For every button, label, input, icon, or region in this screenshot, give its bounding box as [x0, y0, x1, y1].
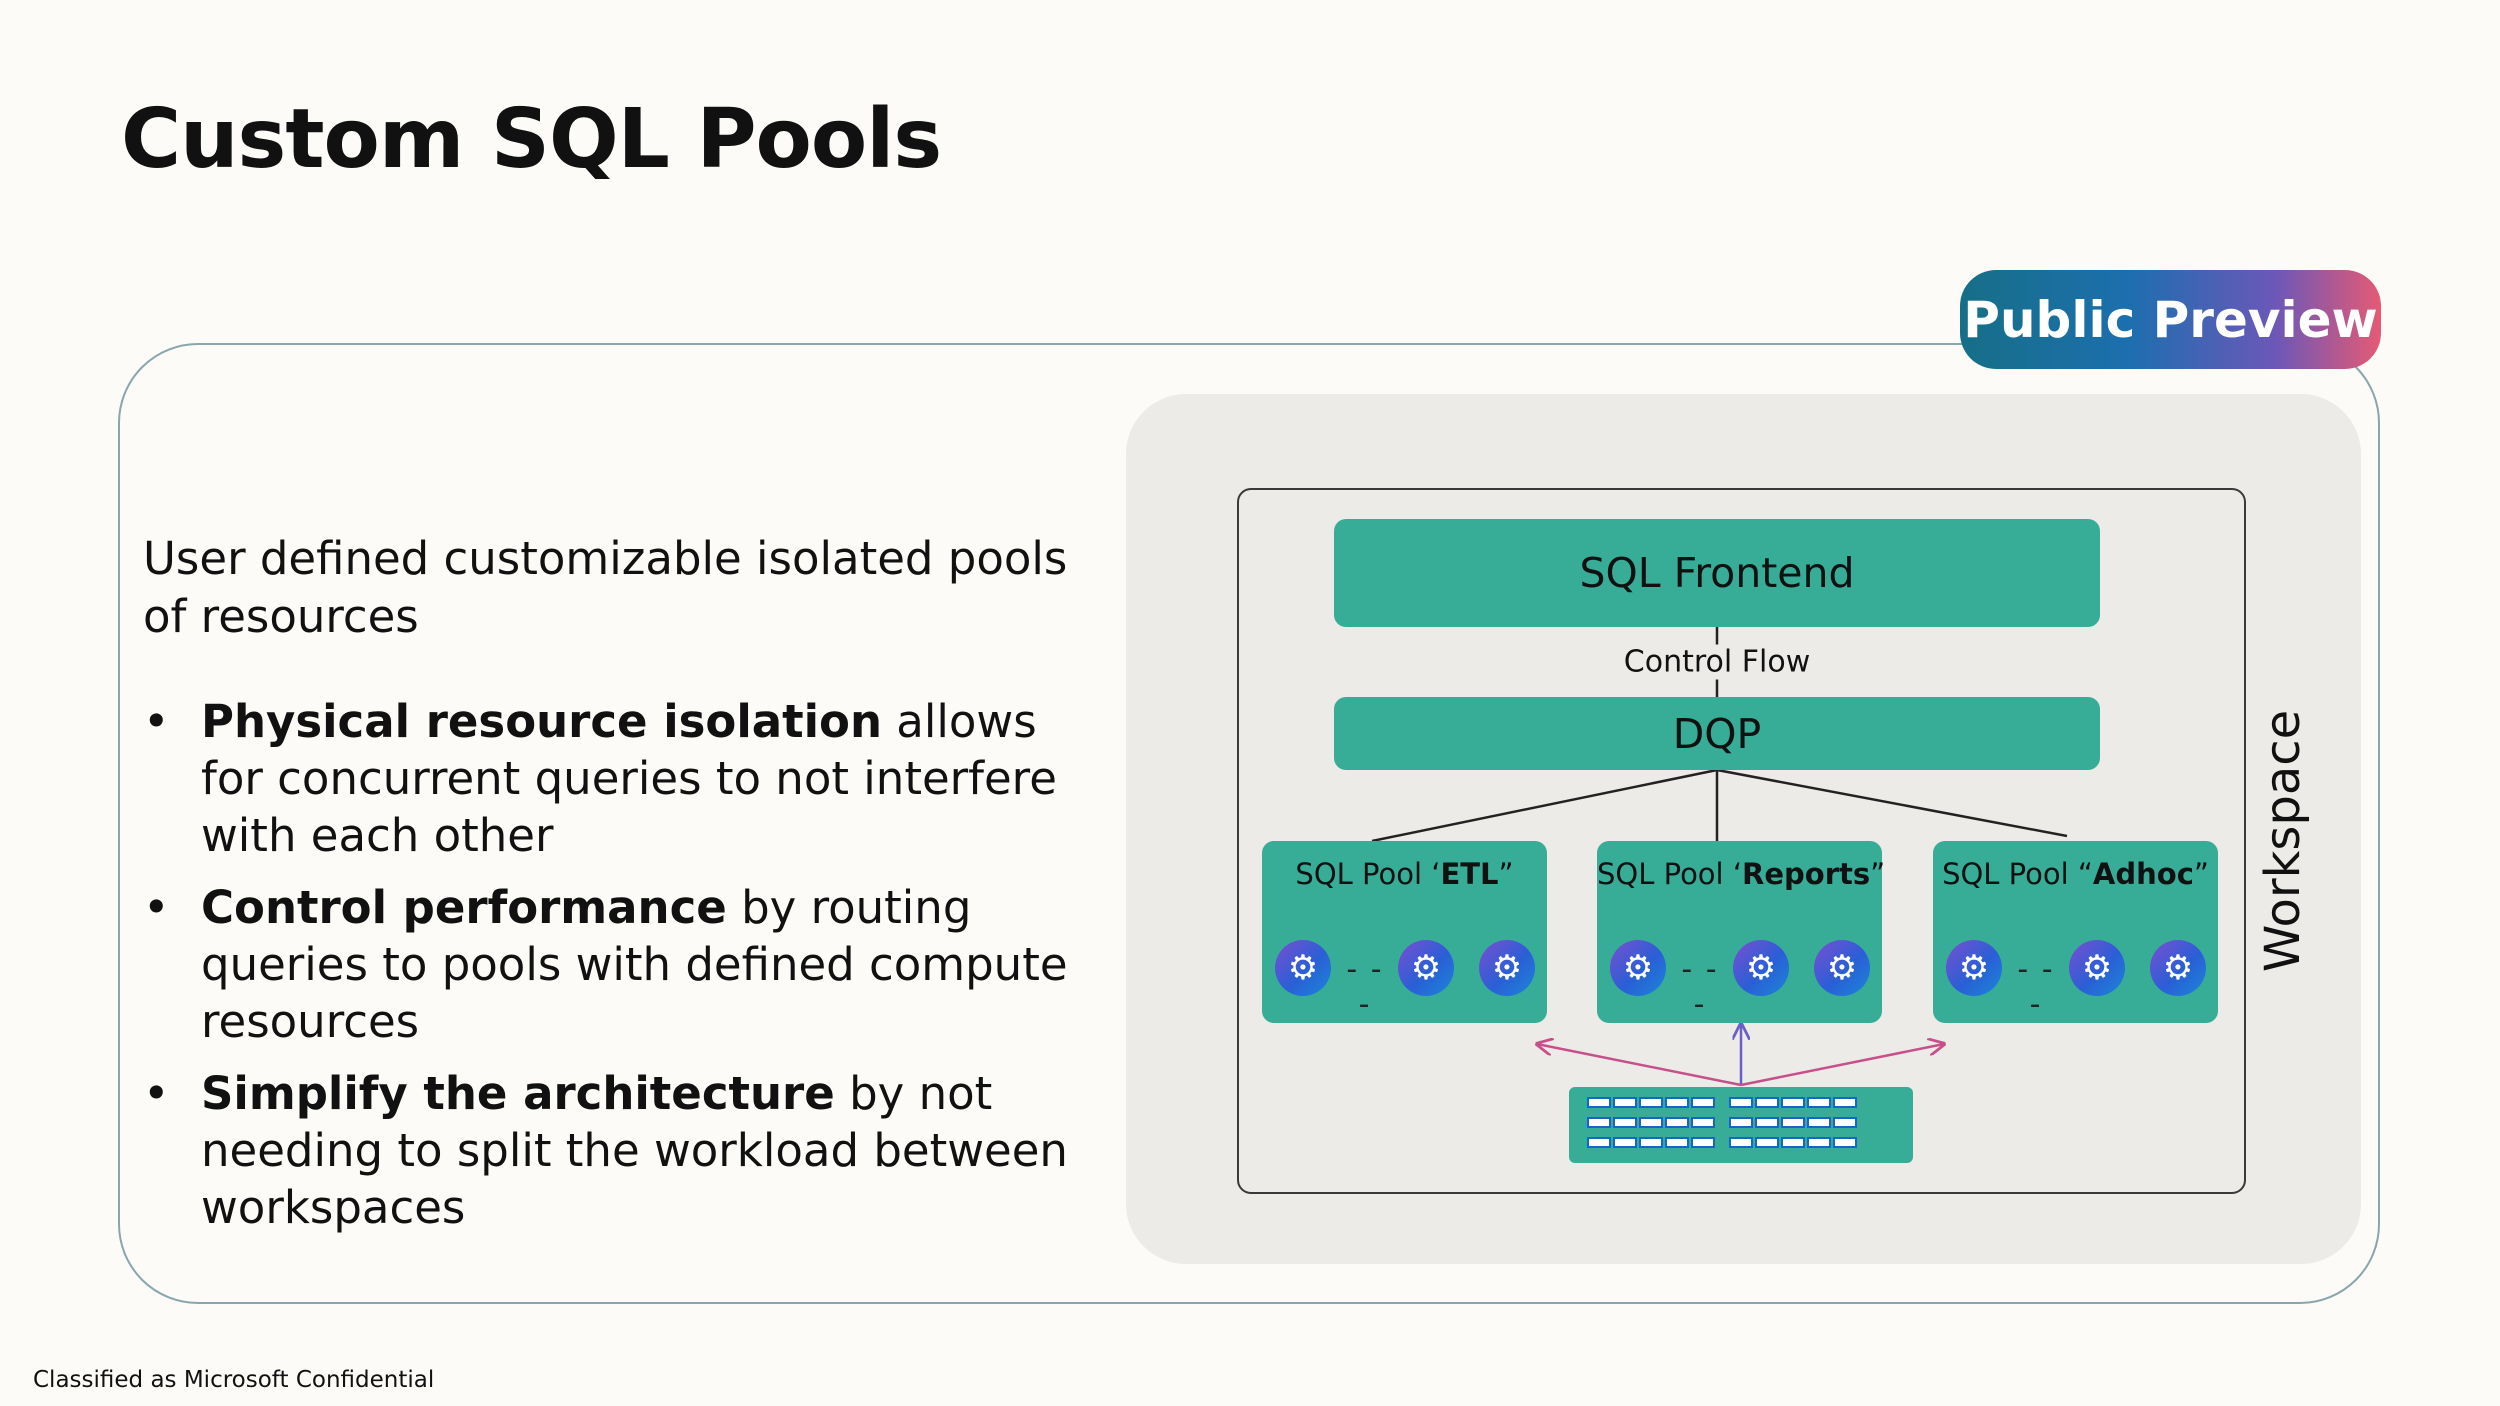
storage-slot	[1833, 1117, 1857, 1128]
feature-text: by routing queries to pools with defined…	[201, 881, 1068, 1048]
gear-icon: ⚙	[2150, 940, 2206, 996]
storage-slot	[1665, 1117, 1689, 1128]
storage-array-icon	[1569, 1087, 1913, 1163]
gear-icon: ⚙	[1275, 940, 1331, 996]
dqp-box: DQP	[1334, 697, 2100, 770]
sql-frontend-box: SQL Frontend	[1334, 519, 2100, 627]
bullet-icon: •	[143, 881, 170, 934]
pool-label: SQL Pool ‘ETL”	[1295, 857, 1514, 891]
storage-slot	[1613, 1097, 1637, 1108]
storage-slot	[1755, 1117, 1779, 1128]
feature-title: Simplify the architecture	[201, 1067, 835, 1120]
bullet-icon: •	[143, 695, 170, 748]
storage-slot	[1639, 1097, 1663, 1108]
gear-icon: ⚙	[2069, 940, 2125, 996]
storage-to-adhoc-arrow	[1740, 1044, 1944, 1087]
slide-title: Custom SQL Pools	[121, 92, 942, 187]
storage-slot	[1639, 1117, 1663, 1128]
sql-pool-adhoc: SQL Pool “Adhoc” ⚙ - - - ⚙ ⚙	[1933, 841, 2218, 1023]
storage-slot	[1781, 1137, 1805, 1148]
gear-icon: ⚙	[1814, 940, 1870, 996]
feature-text: by not needing to split the workload bet…	[201, 1067, 1068, 1234]
feature-title: Physical resource isolation	[201, 695, 882, 748]
gear-icon: ⚙	[1610, 940, 1666, 996]
storage-slot	[1665, 1097, 1689, 1108]
feature-title: Control performance	[201, 881, 727, 934]
feature-item: • Physical resource isolation allows for …	[143, 693, 1103, 864]
dqp-to-adhoc-connector	[1716, 768, 2068, 838]
node-ellipsis: - - -	[2017, 952, 2055, 1022]
storage-slot	[1639, 1137, 1663, 1148]
bullet-icon: •	[143, 1067, 170, 1120]
feature-list: • Physical resource isolation allows for …	[143, 693, 1103, 1251]
gear-icon: ⚙	[1398, 940, 1454, 996]
feature-item: • Simplify the architecture by not needin…	[143, 1065, 1103, 1236]
feature-text: allows for concurrent queries to not int…	[201, 695, 1057, 862]
storage-slot	[1729, 1137, 1753, 1148]
sql-pool-reports: SQL Pool ‘Reports” ⚙ - - - ⚙ ⚙	[1597, 841, 1886, 1023]
storage-slot	[1755, 1097, 1779, 1108]
content-card	[118, 343, 2380, 1304]
sql-pool-etl: SQL Pool ‘ETL” ⚙ - - - ⚙ ⚙	[1262, 841, 1547, 1023]
workspace-boundary	[1237, 488, 2246, 1194]
confidentiality-footer: Classified as Microsoft Confidential	[33, 1367, 435, 1393]
storage-slot	[1665, 1137, 1689, 1148]
pool-label: SQL Pool “Adhoc”	[1942, 857, 2209, 891]
storage-slot	[1691, 1137, 1715, 1148]
storage-to-etl-arrow	[1537, 1044, 1742, 1087]
storage-slot	[1729, 1097, 1753, 1108]
storage-slot	[1587, 1137, 1611, 1148]
gear-icon: ⚙	[1733, 940, 1789, 996]
public-preview-badge: Public Preview	[1960, 270, 2381, 369]
dqp-to-etl-connector	[1371, 768, 1718, 843]
storage-slot	[1729, 1117, 1753, 1128]
gear-icon: ⚙	[1946, 940, 2002, 996]
storage-slot	[1587, 1097, 1611, 1108]
storage-slot	[1833, 1137, 1857, 1148]
node-ellipsis: - - -	[1346, 952, 1384, 1022]
storage-slot	[1613, 1117, 1637, 1128]
node-ellipsis: - - -	[1681, 952, 1719, 1022]
storage-slot	[1587, 1117, 1611, 1128]
pool-label: SQL Pool ‘Reports”	[1597, 857, 1886, 891]
storage-slot	[1691, 1117, 1715, 1128]
intro-text: User defined customizable isolated pools…	[143, 532, 1068, 643]
storage-slot	[1807, 1097, 1831, 1108]
storage-slot	[1781, 1097, 1805, 1108]
storage-slot	[1755, 1137, 1779, 1148]
control-flow-label: Control Flow	[1619, 644, 1815, 680]
storage-slot	[1613, 1137, 1637, 1148]
storage-slot	[1807, 1137, 1831, 1148]
storage-slot	[1691, 1097, 1715, 1108]
storage-slot	[1833, 1097, 1857, 1108]
gear-icon: ⚙	[1479, 940, 1535, 996]
storage-slot	[1807, 1117, 1831, 1128]
feature-item: • Control performance by routing queries …	[143, 879, 1103, 1050]
storage-slot	[1781, 1117, 1805, 1128]
